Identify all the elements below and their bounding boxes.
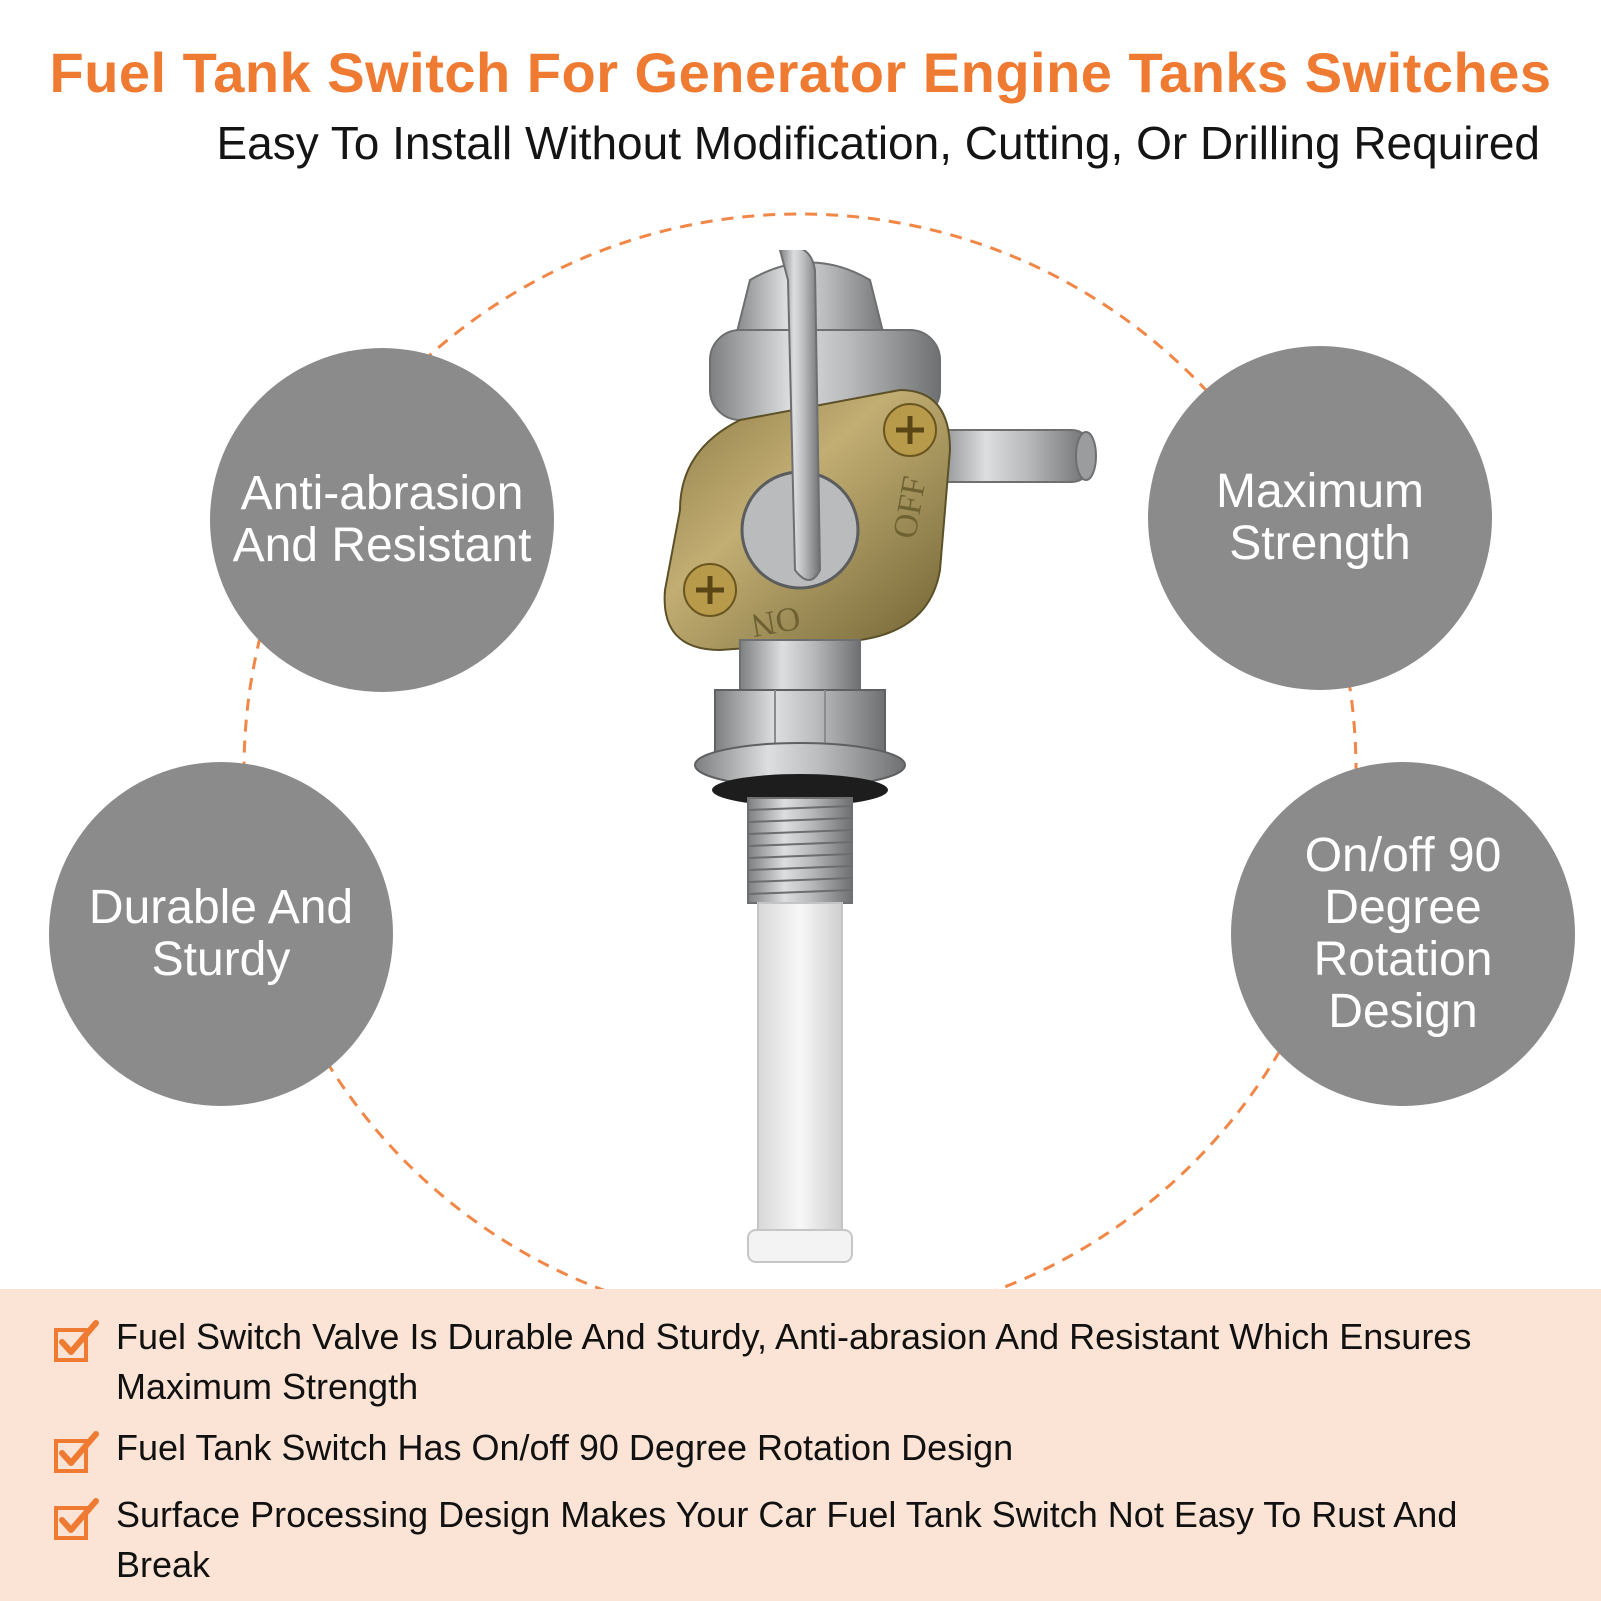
checkbox-check-icon <box>54 1498 99 1540</box>
checkbox-check-icon <box>54 1320 99 1362</box>
feature-label: Anti-abrasion And Resistant <box>232 467 532 572</box>
checkbox-check-icon <box>54 1431 99 1473</box>
benefit-text: Fuel Switch Valve Is Durable And Sturdy,… <box>116 1316 1472 1407</box>
feature-bubble-strength: Maximum Strength <box>1148 346 1492 690</box>
benefit-item: Fuel Tank Switch Has On/off 90 Degree Ro… <box>54 1423 1554 1473</box>
feature-bubble-durable: Durable And Sturdy <box>49 762 393 1106</box>
feature-label: Maximum Strength <box>1215 465 1424 570</box>
fuel-valve-product-image: OFF ON <box>663 250 1097 1263</box>
feature-bubble-rotation: On/off 90 Degree Rotation Design <box>1231 762 1575 1106</box>
benefit-item: Fuel Switch Valve Is Durable And Sturdy,… <box>54 1312 1554 1412</box>
benefits-panel <box>0 1289 1601 1601</box>
benefit-text: Fuel Tank Switch Has On/off 90 Degree Ro… <box>116 1427 1014 1468</box>
benefit-text: Surface Processing Design Makes Your Car… <box>116 1494 1458 1585</box>
feature-label: On/off 90 Degree Rotation Design <box>1304 829 1502 1038</box>
page-title: Fuel Tank Switch For Generator Engine Ta… <box>49 41 1552 104</box>
feature-bubble-anti-abrasion: Anti-abrasion And Resistant <box>210 348 554 692</box>
benefit-item: Surface Processing Design Makes Your Car… <box>54 1490 1554 1590</box>
feature-label: Durable And Sturdy <box>88 881 354 986</box>
valve-on-label: ON <box>748 599 803 644</box>
page-subtitle: Easy To Install Without Modification, Cu… <box>216 117 1541 169</box>
